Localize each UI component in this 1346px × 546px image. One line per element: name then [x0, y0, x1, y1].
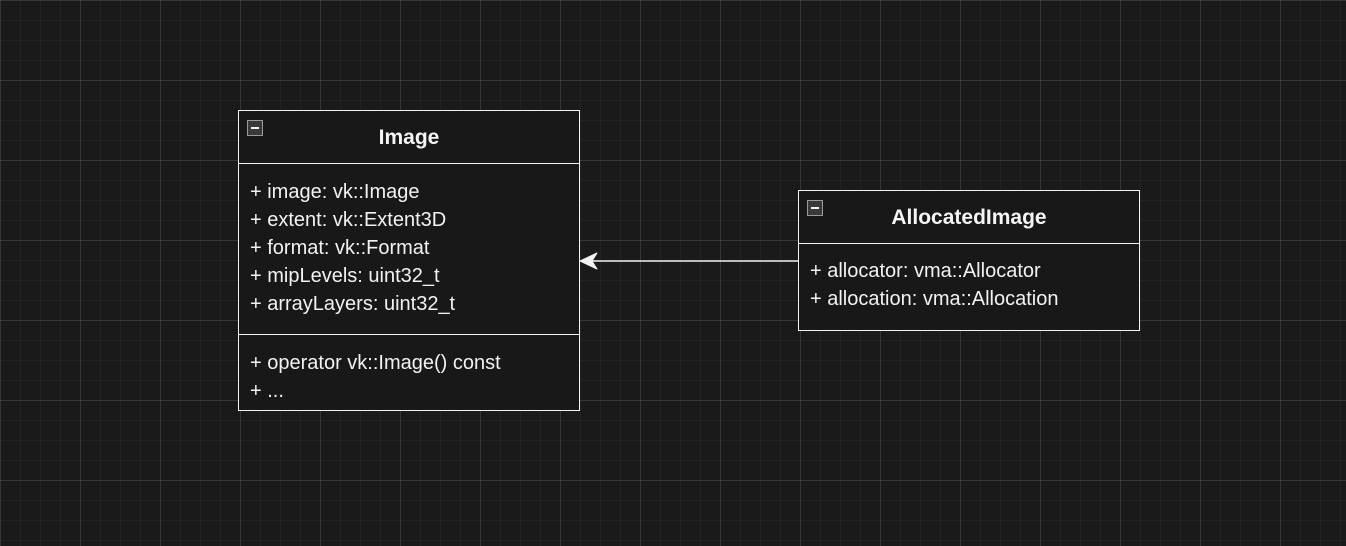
- class-allocated-image-title: AllocatedImage: [891, 206, 1047, 229]
- class-image-title: Image: [378, 126, 440, 149]
- arrowhead-icon: [579, 252, 598, 270]
- class-image[interactable]: Image + image: vk::Image + extent: vk::E…: [238, 110, 580, 411]
- collapse-icon[interactable]: [247, 120, 263, 136]
- attribute-row: + allocation: vma::Allocation: [810, 288, 1059, 310]
- class-image-attributes: + image: vk::Image + extent: vk::Extent3…: [239, 164, 579, 334]
- attribute-row: + format: vk::Format: [250, 237, 430, 259]
- class-allocated-image-attributes: + allocator: vma::Allocator + allocation…: [799, 244, 1139, 313]
- class-allocated-image[interactable]: AllocatedImage + allocator: vma::Allocat…: [798, 190, 1140, 331]
- attribute-row: + allocator: vma::Allocator: [810, 260, 1041, 282]
- attribute-row: + image: vk::Image: [250, 181, 420, 203]
- collapse-icon[interactable]: [807, 200, 823, 216]
- attribute-row: + mipLevels: uint32_t: [250, 265, 440, 287]
- class-image-header: Image: [239, 111, 579, 164]
- method-row: + ...: [250, 380, 284, 402]
- class-image-methods: + operator vk::Image() const + ...: [239, 334, 579, 405]
- association-arrow[interactable]: [579, 252, 798, 270]
- method-row: + operator vk::Image() const: [250, 352, 501, 374]
- attribute-row: + extent: vk::Extent3D: [250, 209, 447, 231]
- class-allocated-image-header: AllocatedImage: [799, 191, 1139, 244]
- attribute-row: + arrayLayers: uint32_t: [250, 293, 456, 315]
